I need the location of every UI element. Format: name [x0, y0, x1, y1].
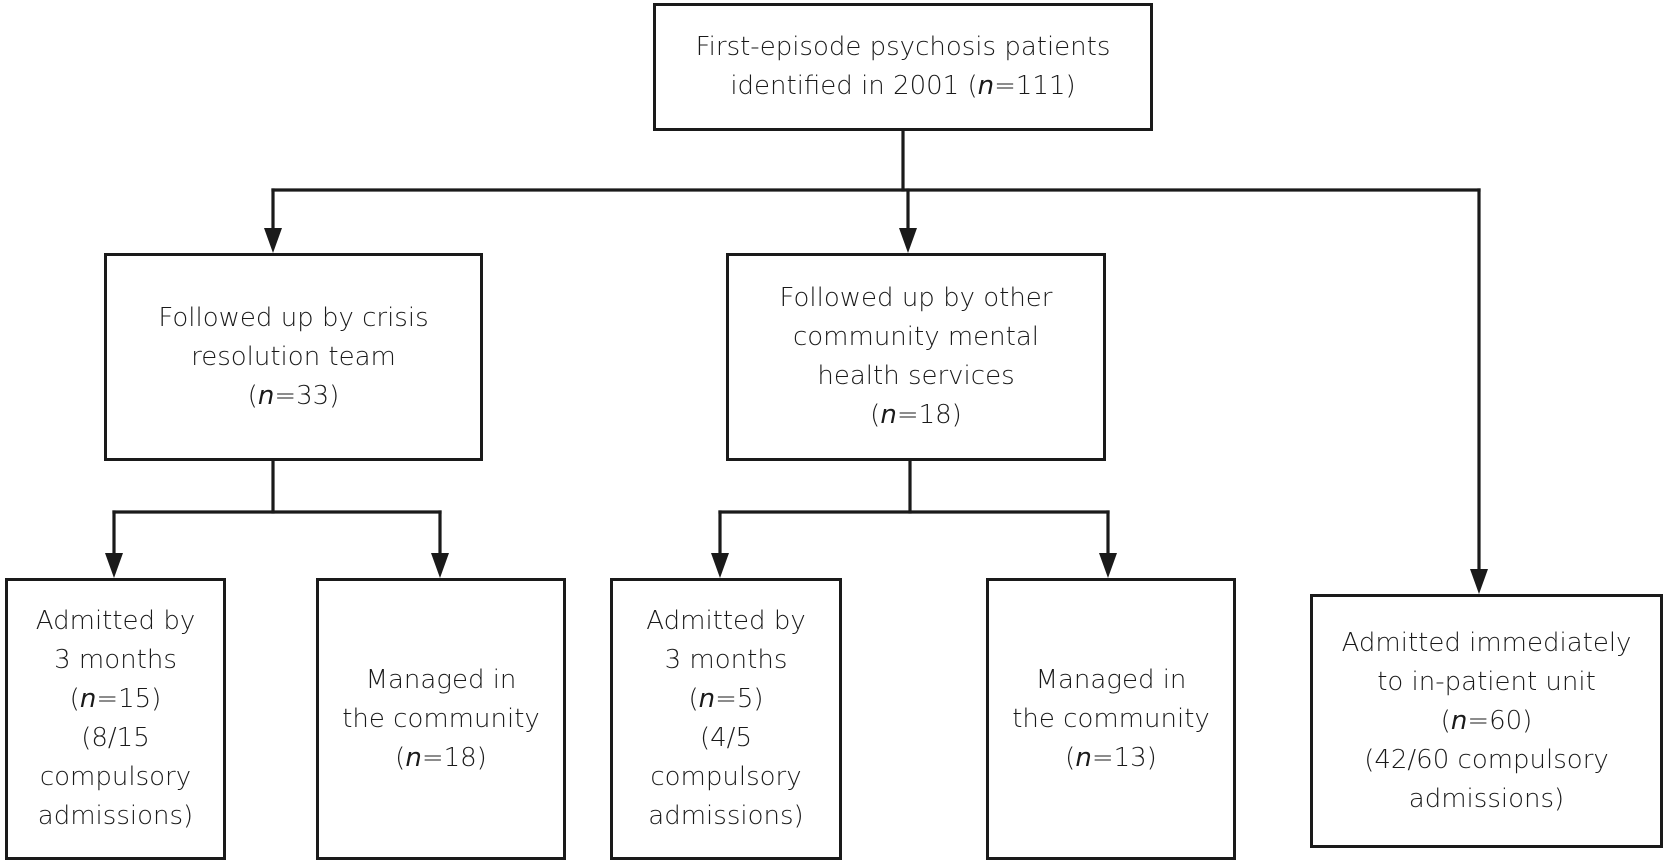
- cmhs-community-n-symbol: n: [1075, 742, 1092, 773]
- crisis-community-n-value: =18): [421, 742, 487, 773]
- arrowhead-crisis: [264, 228, 282, 253]
- crisis-admitted-n-open: (: [69, 684, 80, 714]
- cmhs-admitted-n-open: (: [688, 684, 699, 714]
- cmhs-admitted-n-symbol: n: [698, 684, 716, 714]
- arrowhead-cmhs-admitted: [711, 553, 729, 578]
- crisis-community-line-1: Managed in: [365, 664, 517, 695]
- inpatient-n-open: (: [1440, 705, 1451, 736]
- node-cmhs-managed-in-community: Managed in the community (n=13): [986, 578, 1236, 860]
- arrowhead-crisis-admitted: [105, 553, 123, 578]
- cmhs-admitted-line-5: compulsory: [650, 762, 802, 792]
- cmhs-community-n-value: =13): [1091, 742, 1157, 773]
- crisis-community-n-symbol: n: [405, 742, 422, 773]
- arrowhead-cmhs-community: [1099, 553, 1117, 578]
- node-cmhs-admitted-by-3-months: Admitted by 3 months (n=5) (4/5 compulso…: [610, 578, 842, 860]
- cmhs-node-line-2: community mental: [792, 322, 1040, 352]
- cmhs-admitted-line-6: admissions): [648, 801, 804, 831]
- node-crisis-admitted-by-3-months: Admitted by 3 months (n=15) (8/15 compul…: [5, 578, 226, 860]
- crisis-admitted-n-value: =15): [96, 684, 162, 714]
- cmhs-admitted-n-value: =5): [715, 684, 764, 714]
- root-node-n-value: =111): [994, 71, 1076, 101]
- crisis-community-n-open: (: [395, 742, 406, 773]
- node-admitted-immediately-inpatient: Admitted immediately to in-patient unit …: [1310, 594, 1663, 848]
- cmhs-community-count: (n=13): [1065, 739, 1157, 778]
- root-node-first-episode-patients: First-episode psychosis patients identif…: [653, 3, 1153, 131]
- crisis-community-line-2: the community: [342, 703, 540, 734]
- inpatient-line-1: Admitted immediately: [1341, 627, 1632, 658]
- arrowhead-crisis-community: [431, 553, 449, 578]
- crisis-node-n-symbol: n: [257, 380, 275, 411]
- inpatient-count: (n=60): [1441, 702, 1533, 741]
- cmhs-community-n-open: (: [1065, 742, 1076, 773]
- inpatient-line-4: (42/60 compulsory: [1364, 744, 1609, 775]
- crisis-admitted-line-5: compulsory: [39, 762, 192, 792]
- crisis-node-n-value: =33): [274, 380, 340, 411]
- inpatient-n-symbol: n: [1450, 705, 1468, 736]
- cmhs-node-n-value: =18): [896, 400, 962, 430]
- root-node-line-2: identified in 2001 (n=111): [730, 67, 1075, 106]
- crisis-admitted-line-6: admissions): [37, 801, 194, 831]
- cmhs-node-count: (n=18): [870, 396, 962, 435]
- crisis-admitted-count: (n=15): [70, 680, 162, 719]
- node-crisis-managed-in-community: Managed in the community (n=18): [316, 578, 566, 860]
- inpatient-line-2: to in-patient unit: [1377, 666, 1596, 697]
- crisis-node-n-open: (: [247, 380, 258, 411]
- root-node-n-prefix: identified in 2001 (: [730, 71, 978, 101]
- cmhs-community-line-1: Managed in: [1035, 664, 1187, 695]
- root-node-line-1: First-episode psychosis patients: [695, 32, 1111, 62]
- crisis-community-count: (n=18): [395, 739, 487, 778]
- cmhs-node-line-1: Followed up by other: [779, 283, 1053, 313]
- crisis-admitted-n-symbol: n: [79, 684, 97, 714]
- cmhs-admitted-line-1: Admitted by: [646, 606, 806, 636]
- crisis-admitted-line-2: 3 months: [54, 645, 177, 675]
- node-crisis-resolution-team: Followed up by crisis resolution team (n…: [104, 253, 483, 461]
- arrowhead-inpatient: [1470, 569, 1488, 594]
- arrowhead-cmhs: [899, 228, 917, 253]
- cmhs-admitted-line-4: (4/5: [700, 723, 752, 753]
- crisis-node-count: (n=33): [248, 377, 340, 416]
- cmhs-community-line-2: the community: [1012, 703, 1210, 734]
- inpatient-line-5: admissions): [1408, 783, 1565, 814]
- cmhs-node-n-open: (: [870, 400, 881, 430]
- crisis-node-line-1: Followed up by crisis: [158, 302, 429, 333]
- crisis-admitted-line-4: (8/15: [81, 723, 150, 753]
- inpatient-n-value: =60): [1467, 705, 1533, 736]
- cmhs-admitted-line-2: 3 months: [664, 645, 788, 675]
- cmhs-node-line-3: health services: [817, 361, 1015, 391]
- cmhs-node-n-symbol: n: [880, 400, 897, 430]
- root-node-n-symbol: n: [977, 71, 995, 101]
- crisis-node-line-2: resolution team: [191, 341, 396, 372]
- node-community-mental-health-services: Followed up by other community mental he…: [726, 253, 1106, 461]
- crisis-admitted-line-1: Admitted by: [35, 606, 196, 636]
- cmhs-admitted-count: (n=5): [688, 680, 763, 719]
